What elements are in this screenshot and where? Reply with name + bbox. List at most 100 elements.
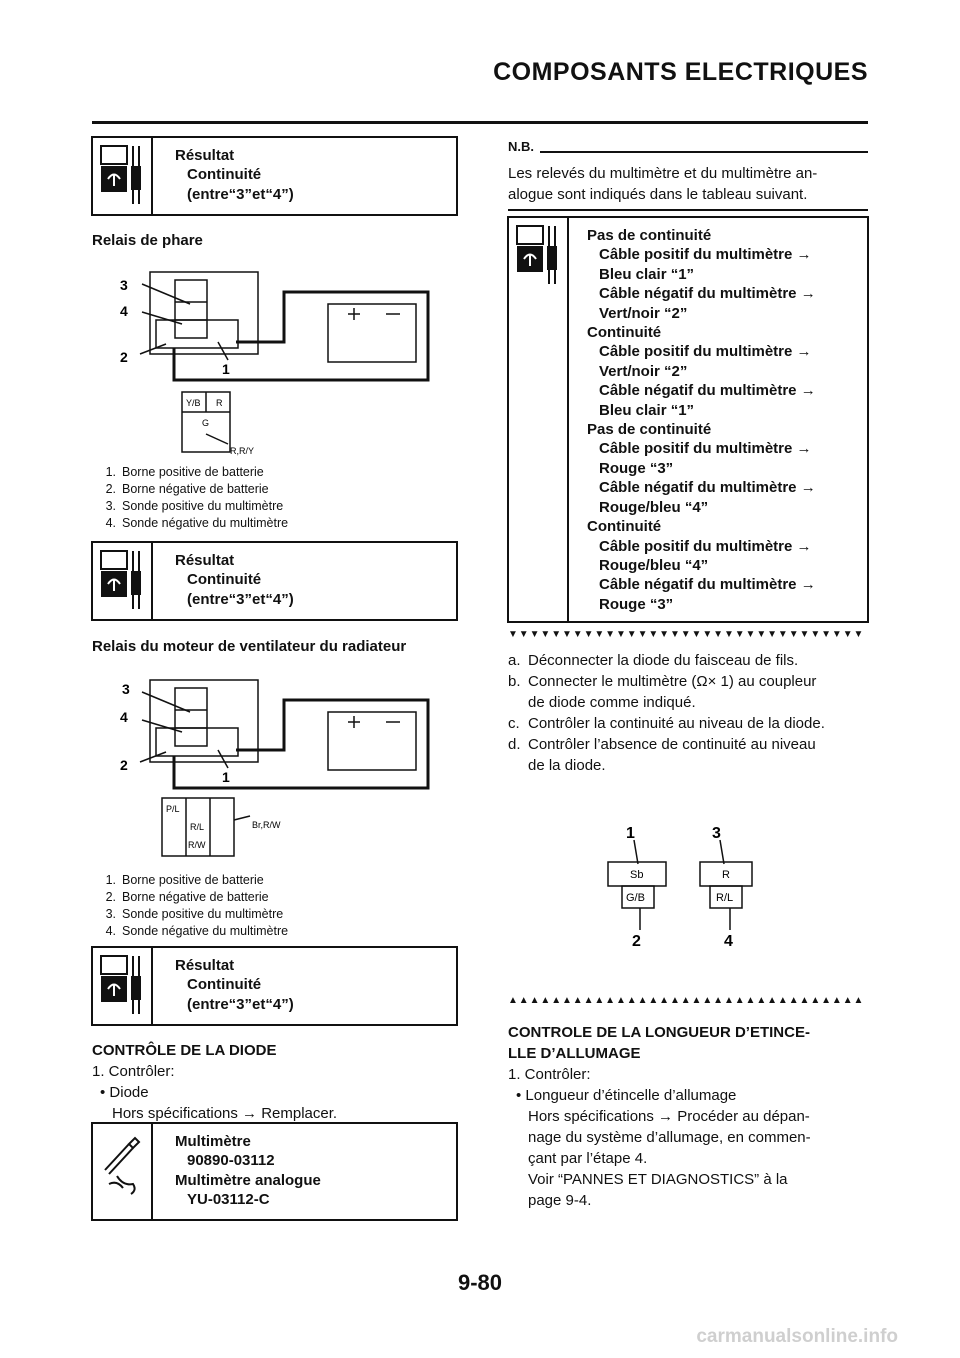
result-label: Résultat bbox=[175, 147, 235, 164]
continuity-line: Câble positif du multimètre → bbox=[599, 343, 812, 361]
tool-name-1: Multimètre bbox=[175, 1133, 251, 1150]
step-b: b.Connecter le multimètre (Ω× 1) au coup… bbox=[508, 673, 817, 711]
wire-rw: R/W bbox=[188, 840, 206, 850]
legend-item: 4.Sonde négative du multimètre bbox=[105, 924, 289, 938]
spark-gap-section: CONTROLE DE LA LONGUEUR D’ETINCE- LLE D’… bbox=[508, 1022, 873, 1211]
wire-rry: R,R/Y bbox=[230, 446, 254, 456]
step-a: a.Déconnecter la diode du faisceau de fi… bbox=[508, 652, 799, 669]
spark-step: 1. Contrôler: bbox=[508, 1066, 591, 1083]
tool-box: Multimètre 90890-03112 Multimètre analog… bbox=[91, 1122, 458, 1221]
legend-headlight: 1.Borne positive de batterie 2.Borne nég… bbox=[96, 464, 289, 532]
result-box-3: Résultat Continuité (entre“3”et“4”) bbox=[91, 946, 458, 1026]
callout-4: 4 bbox=[724, 933, 733, 950]
note-label: N.B. bbox=[508, 139, 534, 154]
continuity-line: Câble négatif du multimètre → bbox=[599, 479, 816, 497]
spark-line-2: nage du système d’allumage, en commen- bbox=[528, 1129, 811, 1146]
spark-bullet: • Longueur d’étincelle d’allumage bbox=[516, 1087, 737, 1104]
spark-line-4: Voir “PANNES ET DIAGNOSTICS” à la bbox=[528, 1171, 788, 1188]
callout-3: 3 bbox=[122, 681, 130, 697]
spark-line-1: Hors spécifications → Procéder au dépan- bbox=[528, 1108, 810, 1125]
tool-code-1: 90890-03112 bbox=[187, 1152, 275, 1170]
continuity-line: Rouge/bleu “4” bbox=[599, 556, 709, 574]
header-rule bbox=[92, 121, 868, 124]
multimeter-icon bbox=[93, 138, 153, 214]
continuity-line: Continuité bbox=[587, 518, 662, 536]
tool-code-2: YU-03112-C bbox=[187, 1191, 270, 1209]
callout-4: 4 bbox=[120, 303, 128, 319]
legend-item: 4.Sonde négative du multimètre bbox=[105, 516, 289, 530]
section-title-headlight-relay: Relais de phare bbox=[92, 232, 203, 249]
spark-title-2: LLE D’ALLUMAGE bbox=[508, 1045, 641, 1062]
steps-list: a.Déconnecter la diode du faisceau de fi… bbox=[508, 650, 873, 776]
start-marker: ▼▼▼▼▼▼▼▼▼▼▼▼▼▼▼▼▼▼▼▼▼▼▼▼▼▼▼▼▼▼▼▼▼ bbox=[508, 629, 865, 640]
result-box-2: Résultat Continuité (entre“3”et“4”) bbox=[91, 541, 458, 621]
wire-brrw: Br,R/W bbox=[252, 820, 281, 830]
continuity-line: Vert/noir “2” bbox=[599, 362, 688, 380]
multimeter-icon bbox=[509, 218, 569, 621]
wire-rl: R/L bbox=[190, 822, 204, 832]
page-title: COMPOSANTS ELECTRIQUES bbox=[493, 58, 868, 86]
continuity-line: Câble négatif du multimètre → bbox=[599, 285, 816, 303]
page-number: 9-80 bbox=[457, 1270, 503, 1295]
legend-item: 2.Borne négative de batterie bbox=[105, 890, 269, 904]
legend-item: 1.Borne positive de batterie bbox=[105, 873, 264, 887]
result-value: Continuité bbox=[187, 166, 262, 184]
result-value: Continuité bbox=[187, 976, 262, 994]
continuity-line: Câble négatif du multimètre → bbox=[599, 576, 816, 594]
pin-r: R bbox=[722, 869, 730, 881]
continuity-line: Pas de continuité bbox=[587, 421, 712, 439]
result-value: Continuité bbox=[187, 571, 262, 589]
callout-2: 2 bbox=[632, 933, 641, 950]
wire-pl: P/L bbox=[166, 804, 180, 814]
legend-fan: 1.Borne positive de batterie 2.Borne nég… bbox=[96, 872, 289, 940]
continuity-line: Rouge “3” bbox=[599, 459, 674, 477]
legend-item: 3.Sonde positive du multimètre bbox=[105, 499, 284, 513]
callout-1: 1 bbox=[222, 361, 230, 377]
continuity-line: Câble négatif du multimètre → bbox=[599, 382, 816, 400]
continuity-line: Câble positif du multimètre → bbox=[599, 440, 812, 458]
diode-outcome: Hors spécifications → Remplacer. bbox=[112, 1105, 338, 1122]
result-box-1: Résultat Continuité (entre“3”et“4”) bbox=[91, 136, 458, 216]
continuity-line: Vert/noir “2” bbox=[599, 304, 688, 322]
continuity-line: Rouge “3” bbox=[599, 595, 674, 613]
step-1: 1. Contrôler: bbox=[92, 1063, 175, 1080]
callout-2: 2 bbox=[120, 757, 128, 773]
continuity-line: Continuité bbox=[587, 324, 662, 342]
callout-3: 3 bbox=[712, 825, 721, 842]
wire-yb: Y/B bbox=[186, 398, 201, 408]
fan-relay-diagram: 3 4 2 1 P/L R/L R/W Br,R/W bbox=[120, 679, 430, 857]
spark-title-1: CONTROLE DE LA LONGUEUR D’ETINCE- bbox=[508, 1024, 810, 1041]
headlight-relay-diagram: 3 4 2 1 Y/B R G R,R/Y bbox=[120, 271, 430, 456]
result-detail: (entre“3”et“4”) bbox=[187, 185, 294, 203]
note-end-rule bbox=[508, 209, 868, 211]
wire-r: R bbox=[216, 398, 223, 408]
section-title-fan-relay: Relais du moteur de ventilateur du radia… bbox=[92, 638, 407, 655]
continuity-line: Câble positif du multimètre → bbox=[599, 537, 812, 555]
result-detail: (entre“3”et“4”) bbox=[187, 995, 294, 1013]
result-label: Résultat bbox=[175, 552, 235, 569]
continuity-line: Pas de continuité bbox=[587, 227, 712, 244]
result-detail: (entre“3”et“4”) bbox=[187, 590, 294, 608]
legend-item: 2.Borne négative de batterie bbox=[105, 482, 269, 496]
watermark: carmanualsonline.info bbox=[696, 1326, 898, 1347]
continuity-line: Bleu clair “1” bbox=[599, 401, 695, 419]
callout-2: 2 bbox=[120, 349, 128, 365]
bullet-diode: • Diode bbox=[100, 1084, 149, 1101]
continuity-line: Câble positif du multimètre → bbox=[599, 246, 812, 264]
section-title-diode: CONTRÔLE DE LA DIODE bbox=[92, 1042, 277, 1059]
callout-1: 1 bbox=[222, 769, 230, 785]
multimeter-icon bbox=[93, 948, 153, 1024]
step-c: c.Contrôler la continuité au niveau de l… bbox=[508, 715, 825, 732]
callout-3: 3 bbox=[120, 277, 128, 293]
end-marker: ▲▲▲▲▲▲▲▲▲▲▲▲▲▲▲▲▲▲▲▲▲▲▲▲▲▲▲▲▲▲▲▲▲ bbox=[508, 995, 865, 1006]
pin-sb: Sb bbox=[630, 869, 643, 881]
callout-1: 1 bbox=[626, 825, 635, 842]
multimeter-icon bbox=[93, 543, 153, 619]
continuity-line: Rouge/bleu “4” bbox=[599, 498, 709, 516]
wire-g: G bbox=[202, 418, 209, 428]
tool-icon bbox=[93, 1124, 153, 1219]
callout-4: 4 bbox=[120, 709, 128, 725]
tool-name-2: Multimètre analogue bbox=[175, 1171, 321, 1189]
note-text: Les relevés du multimètre et du multimèt… bbox=[508, 165, 818, 203]
